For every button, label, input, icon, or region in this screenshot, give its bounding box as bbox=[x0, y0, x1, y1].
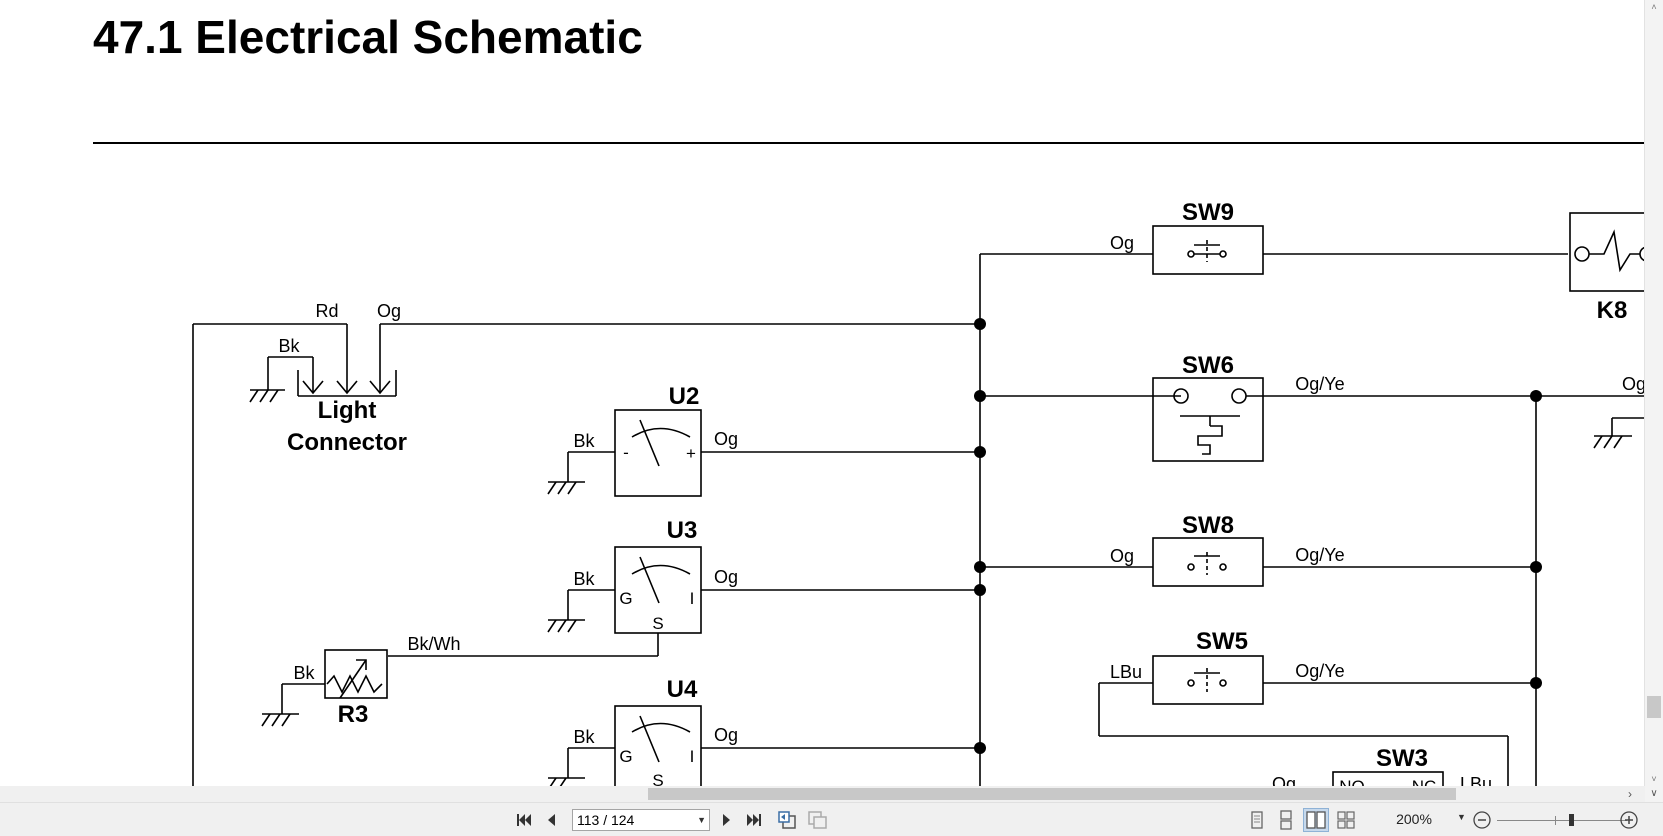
zoom-out-button[interactable] bbox=[1472, 810, 1492, 830]
sw6-label: SW6 bbox=[1182, 352, 1234, 379]
wire-label-bk-u4: Bk bbox=[573, 727, 595, 747]
continuous-page-icon bbox=[1280, 810, 1292, 830]
last-page-icon bbox=[747, 814, 761, 826]
wire-label-og-u2: Og bbox=[714, 429, 738, 449]
wire-label-og-right: Og bbox=[1622, 374, 1645, 394]
wire-label-og-u4: Og bbox=[714, 725, 738, 745]
bottom-toolbar: ▼ 200% ▼ bbox=[0, 802, 1663, 836]
wire-label-lbu-sw3: LBu bbox=[1460, 774, 1492, 786]
u2-label: U2 bbox=[669, 383, 700, 410]
pin-label-sw3-no: NO bbox=[1339, 777, 1365, 786]
r3-label: R3 bbox=[338, 701, 369, 728]
go-forward-button[interactable] bbox=[805, 810, 829, 830]
two-page-continuous-icon bbox=[1337, 811, 1355, 829]
zoom-dropdown-icon[interactable]: ▼ bbox=[1457, 812, 1466, 822]
first-page-button[interactable] bbox=[514, 810, 534, 830]
page-number-combobox[interactable]: ▼ bbox=[572, 809, 710, 831]
wire-label-og-u3: Og bbox=[714, 567, 738, 587]
wire-label-ogye-sw5: Og/Ye bbox=[1295, 661, 1344, 681]
pin-label-u2-minus: - bbox=[623, 443, 629, 462]
go-back-icon bbox=[778, 811, 796, 829]
zoom-in-button[interactable] bbox=[1619, 810, 1639, 830]
electrical-schematic: SW9 K8 SW6 SW8 SW5 SW3 U2 U3 U4 R3 Light… bbox=[93, 142, 1645, 786]
wire-label-bk-u2: Bk bbox=[573, 431, 595, 451]
page-number-input[interactable] bbox=[577, 812, 687, 828]
wire-label-bkwh-r3: Bk/Wh bbox=[407, 634, 460, 654]
next-page-button[interactable] bbox=[716, 810, 736, 830]
zoom-out-icon bbox=[1473, 811, 1491, 829]
continuous-view-button[interactable] bbox=[1275, 810, 1297, 830]
pin-label-u4-s: S bbox=[652, 771, 663, 786]
pin-label-u2-plus: + bbox=[686, 444, 696, 463]
wire-label-bk-r3: Bk bbox=[293, 663, 315, 683]
wire-label-og-sw8: Og bbox=[1110, 546, 1134, 566]
document-viewport[interactable]: 47.1 Electrical Schematic bbox=[0, 0, 1645, 786]
pin-label-u3-s: S bbox=[652, 614, 663, 633]
pin-label-u3-g: G bbox=[619, 589, 632, 608]
sw9-label: SW9 bbox=[1182, 199, 1234, 226]
wire-label-bk-u3: Bk bbox=[573, 569, 595, 589]
zoom-slider-thumb[interactable] bbox=[1569, 814, 1574, 826]
horizontal-scrollbar[interactable]: › bbox=[0, 786, 1645, 802]
previous-page-icon bbox=[548, 814, 555, 826]
page-title: 47.1 Electrical Schematic bbox=[93, 11, 643, 63]
next-page-icon bbox=[723, 814, 730, 826]
previous-page-button[interactable] bbox=[542, 810, 562, 830]
u3-label: U3 bbox=[667, 517, 698, 544]
wire-label-og-sw3: Og bbox=[1272, 774, 1296, 786]
scroll-right-icon[interactable]: › bbox=[1628, 787, 1632, 801]
zoom-level[interactable]: 200% bbox=[1396, 811, 1432, 827]
single-page-view-button[interactable] bbox=[1246, 810, 1268, 830]
last-page-button[interactable] bbox=[744, 810, 764, 830]
page-dropdown-icon[interactable]: ▼ bbox=[697, 815, 706, 825]
light-connector-label-1: Light bbox=[318, 397, 377, 424]
wire-label-lbu-sw5: LBu bbox=[1110, 662, 1142, 682]
k8-label: K8 bbox=[1597, 297, 1628, 324]
horizontal-scroll-thumb[interactable] bbox=[648, 788, 1456, 800]
vertical-scrollbar[interactable]: ˄ ˅ bbox=[1644, 0, 1663, 786]
vertical-scroll-thumb[interactable] bbox=[1647, 696, 1661, 718]
pin-label-u3-i: I bbox=[690, 589, 695, 608]
two-page-view-button[interactable] bbox=[1303, 808, 1329, 832]
pin-label-u4-g: G bbox=[619, 747, 632, 766]
two-page-icon bbox=[1306, 811, 1326, 829]
go-forward-icon bbox=[808, 811, 827, 829]
zoom-slider-tick bbox=[1555, 816, 1556, 825]
wire-label-ogye-sw6: Og/Ye bbox=[1295, 374, 1344, 394]
two-page-continuous-view-button[interactable] bbox=[1335, 810, 1357, 830]
wire-label-rd: Rd bbox=[315, 301, 338, 321]
wire-label-og-top: Og bbox=[377, 301, 401, 321]
wire-label-bk-light: Bk bbox=[278, 336, 300, 356]
sw8-label: SW8 bbox=[1182, 512, 1234, 539]
go-back-button[interactable] bbox=[775, 810, 799, 830]
zoom-in-icon bbox=[1620, 811, 1638, 829]
pin-label-u4-i: I bbox=[690, 747, 695, 766]
chevron-down-icon[interactable]: ∨ bbox=[1645, 786, 1663, 802]
first-page-icon bbox=[517, 814, 531, 826]
zoom-slider-track[interactable] bbox=[1497, 820, 1627, 821]
single-page-icon bbox=[1251, 811, 1263, 829]
u4-label: U4 bbox=[667, 676, 698, 703]
sw5-label: SW5 bbox=[1196, 628, 1248, 655]
wire-label-og-sw9: Og bbox=[1110, 233, 1134, 253]
scroll-up-icon[interactable]: ˄ bbox=[1651, 2, 1657, 12]
scroll-down-icon[interactable]: ˅ bbox=[1651, 774, 1657, 784]
wire-label-ogye-sw8: Og/Ye bbox=[1295, 545, 1344, 565]
light-connector-label-2: Connector bbox=[287, 429, 407, 456]
sw3-label: SW3 bbox=[1376, 745, 1428, 772]
pin-label-sw3-nc: NC bbox=[1412, 777, 1437, 786]
